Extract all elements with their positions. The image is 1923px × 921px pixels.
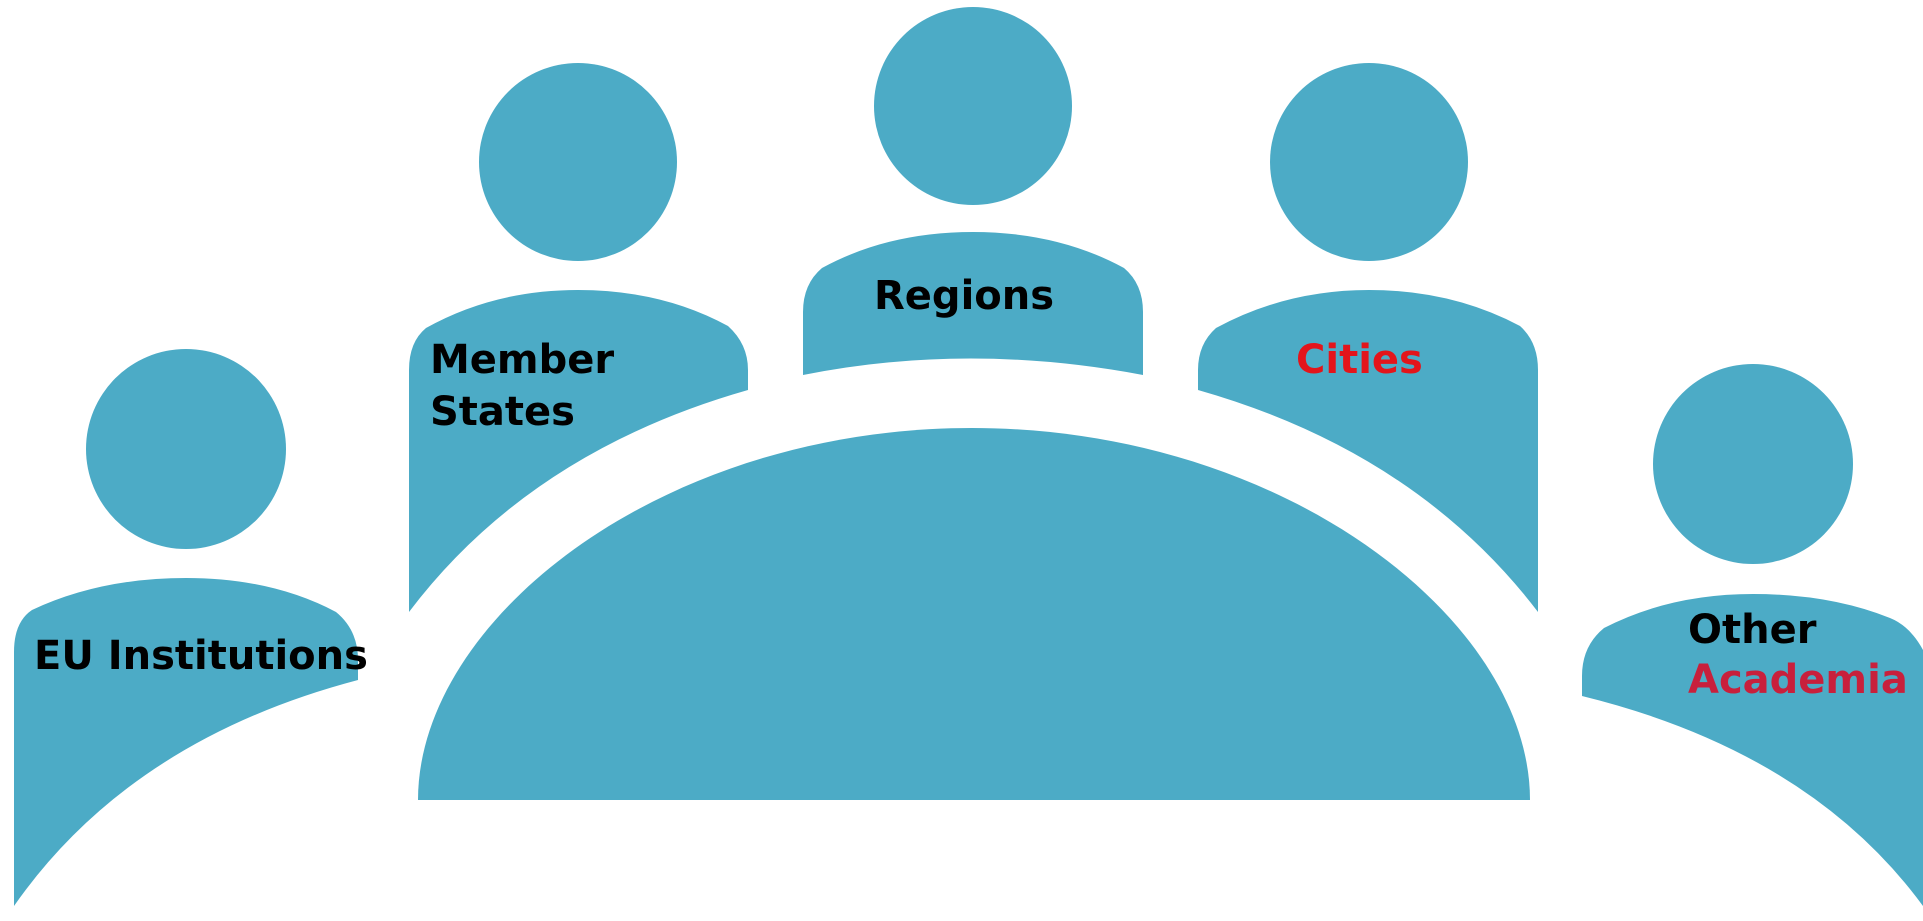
eu-institutions-person-head [86, 349, 286, 549]
label-regions: Regions [874, 273, 1055, 319]
label-eu-institutions: EU Institutions [34, 633, 368, 679]
eu-institutions-person-body [14, 578, 358, 906]
academia-person-head [1653, 364, 1853, 564]
cities-person-body [1198, 290, 1538, 612]
label-member-states-line1: Member [430, 337, 615, 383]
member-states-person-head [479, 63, 677, 261]
regions-person-head [874, 7, 1072, 205]
label-other: Other [1688, 607, 1817, 653]
figures [14, 7, 1923, 906]
cities-person-head [1270, 63, 1468, 261]
label-academia: Academia [1688, 657, 1908, 703]
label-cities: Cities [1296, 337, 1423, 383]
label-member-states-line2: States [430, 389, 575, 435]
academia-person-body [1582, 594, 1923, 906]
round-table [418, 428, 1530, 800]
regions-person-body [803, 232, 1143, 375]
member-states-person-body [409, 290, 748, 612]
